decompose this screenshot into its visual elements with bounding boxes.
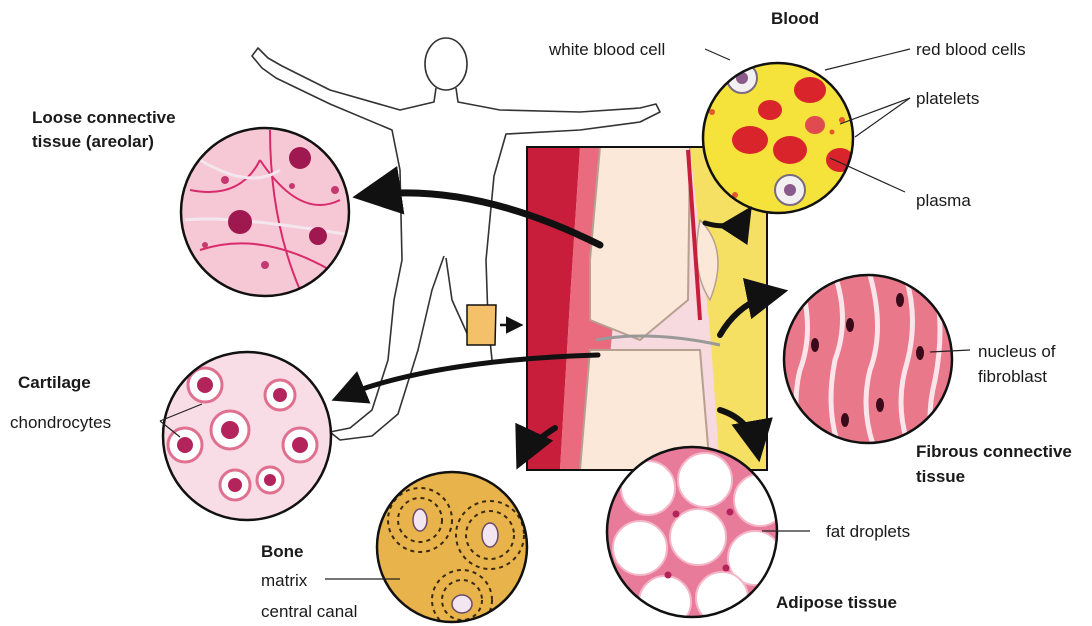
- chondrocytes-label: chondrocytes: [10, 412, 111, 434]
- white-blood-cell-label: white blood cell: [549, 39, 665, 61]
- loose-connective-circle: [180, 128, 350, 298]
- adipose-circle: [605, 445, 786, 626]
- knee-highlight: [467, 305, 520, 345]
- fat-droplets-label: fat droplets: [826, 521, 910, 543]
- red-blood-cells-label: red blood cells: [916, 39, 1026, 61]
- blood-title: Blood: [771, 8, 819, 30]
- bone-title: Bone: [261, 541, 304, 563]
- nucleus-of-fibroblast-label-line2: fibroblast: [978, 366, 1047, 388]
- fibrous-connective-title-line2: tissue: [916, 466, 965, 488]
- cartilage-title: Cartilage: [18, 372, 91, 394]
- platelets-label: platelets: [916, 88, 979, 110]
- matrix-label: matrix: [261, 570, 307, 592]
- loose-connective-title-line2: tissue (areolar): [32, 131, 154, 153]
- bone-circle: [375, 470, 530, 626]
- central-canal-label: central canal: [261, 601, 357, 623]
- nucleus-of-fibroblast-label-line1: nucleus of: [978, 341, 1056, 363]
- cartilage-circle: [160, 350, 335, 525]
- loose-connective-title-line1: Loose connective: [32, 107, 176, 129]
- adipose-tissue-title: Adipose tissue: [776, 592, 897, 614]
- fibrous-connective-title-line1: Fibrous connective: [916, 441, 1072, 463]
- plasma-label: plasma: [916, 190, 971, 212]
- fibrous-connective-circle: [780, 270, 960, 450]
